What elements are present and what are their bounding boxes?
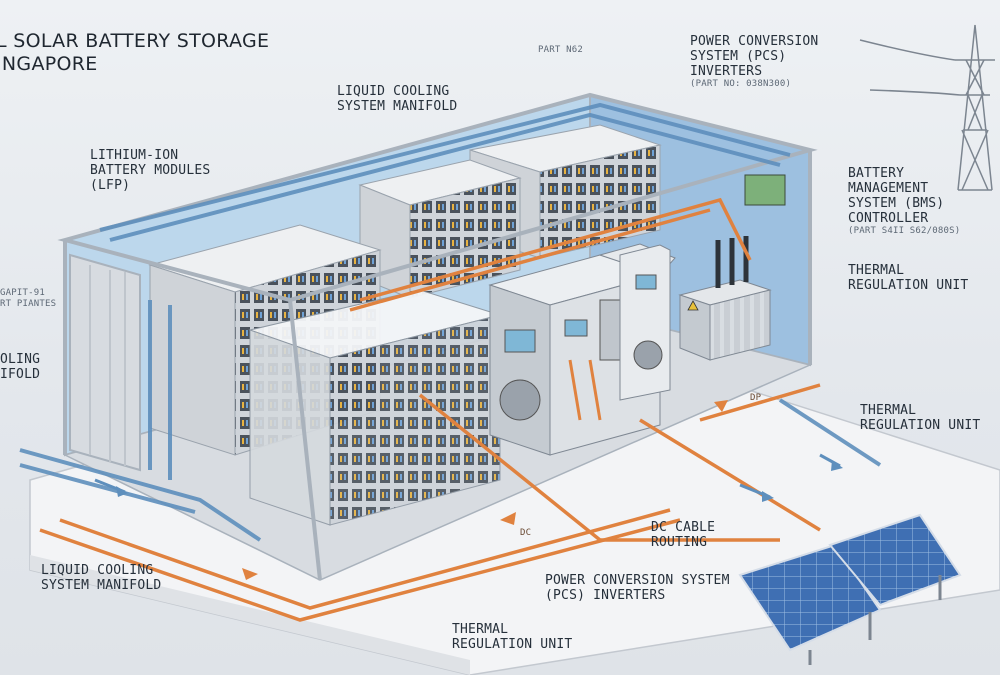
bms-line-3: SYSTEM (BMS) — [848, 196, 945, 211]
bms-controller-box — [744, 174, 786, 206]
thermal-right-2-label: THERMAL REGULATION UNIT — [860, 403, 980, 433]
thermal-right-2-line-1: THERMAL — [860, 403, 917, 418]
thermal-bottom-label: THERMAL REGULATION UNIT — [452, 622, 572, 652]
dc-cable-line-2: ROUTING — [651, 535, 708, 550]
lithium-modules-line-3: (LFP) — [90, 178, 131, 193]
container-frame — [57, 92, 818, 581]
thermal-regulation-unit — [678, 236, 772, 361]
title-line-2: INGAPORE — [0, 53, 98, 75]
thermal-right-2-line-2: REGULATION UNIT — [860, 418, 981, 433]
liquid-manifold-top-label: LIQUID COOLING SYSTEM MANIFOLD — [337, 84, 457, 114]
electrical-pylon — [859, 24, 995, 191]
thermal-bottom-line-2: REGULATION UNIT — [452, 637, 573, 652]
left-part-label: GAPIT-91 RT PIANTES — [0, 288, 56, 310]
pcs-bottom-label: POWER CONVERSION SYSTEM (PCS) INVERTERS — [545, 573, 730, 603]
bms-line-2: MANAGEMENT — [848, 181, 929, 196]
coolant-pipes — [19, 102, 882, 542]
pcs-top-line-3: INVERTERS — [690, 64, 763, 79]
left-part-line-2: RT PIANTES — [0, 299, 57, 309]
left-part-line-1: GAPIT-91 — [0, 288, 45, 298]
pcs-top-line-1: POWER CONVERSION — [690, 34, 819, 49]
cable-tag-dp: DP — [750, 393, 762, 403]
pcs-top-line-2: SYSTEM (PCS) — [690, 49, 787, 64]
liquid-manifold-bottom-line-1: LIQUID COOLING — [41, 563, 154, 578]
pcs-bottom-line-2: (PCS) INVERTERS — [545, 588, 666, 603]
solar-panels — [738, 513, 962, 665]
cable-tag-dc: DC — [520, 528, 532, 538]
liquid-manifold-top-line-2: SYSTEM MANIFOLD — [337, 99, 458, 114]
dc-cable-line-1: DC CABLE — [651, 520, 716, 535]
thermal-right-1-line-2: REGULATION UNIT — [848, 278, 969, 293]
dc-cables — [39, 197, 821, 622]
thermal-right-1-line-1: THERMAL — [848, 263, 905, 278]
part-number-label: PART N62 — [538, 45, 583, 55]
lithium-modules-label: LITHIUM-ION BATTERY MODULES (LFP) — [90, 148, 210, 193]
pcs-inverter-cabinets — [488, 243, 676, 456]
liquid-manifold-bottom-line-2: SYSTEM MANIFOLD — [41, 578, 162, 593]
left-cooling-line-2: IFOLD — [0, 367, 41, 382]
battery-rack-row-front — [248, 289, 502, 526]
bms-label: BATTERY MANAGEMENT SYSTEM (BMS) CONTROLL… — [848, 166, 960, 237]
pcs-top-part: (PART NO: 038N300) — [690, 79, 792, 89]
pcs-bottom-line-1: POWER CONVERSION SYSTEM — [545, 573, 730, 588]
lithium-modules-line-1: LITHIUM-ION — [90, 148, 179, 163]
lithium-modules-line-2: BATTERY MODULES — [90, 163, 211, 178]
thermal-right-1-label: THERMAL REGULATION UNIT — [848, 263, 968, 293]
left-cooling-line-1: OLING — [0, 352, 41, 367]
dc-cable-label: DC CABLE ROUTING — [651, 520, 715, 550]
diagram-title: L SOLAR BATTERY STORAGE INGAPORE — [0, 30, 269, 76]
container-door — [69, 253, 141, 472]
title-line-1: L SOLAR BATTERY STORAGE — [0, 30, 270, 52]
left-cooling-label: OLING IFOLD — [0, 352, 40, 382]
bms-part: (PART S4II S62/080S) — [848, 226, 961, 236]
liquid-manifold-top-line-1: LIQUID COOLING — [337, 84, 450, 99]
bms-line-4: CONTROLLER — [848, 211, 929, 226]
bms-line-1: BATTERY — [848, 166, 905, 181]
pcs-top-label: POWER CONVERSION SYSTEM (PCS) INVERTERS … — [690, 34, 818, 90]
liquid-manifold-bottom-label: LIQUID COOLING SYSTEM MANIFOLD — [41, 563, 161, 593]
thermal-bottom-line-1: THERMAL — [452, 622, 509, 637]
flow-arrows — [94, 400, 843, 580]
